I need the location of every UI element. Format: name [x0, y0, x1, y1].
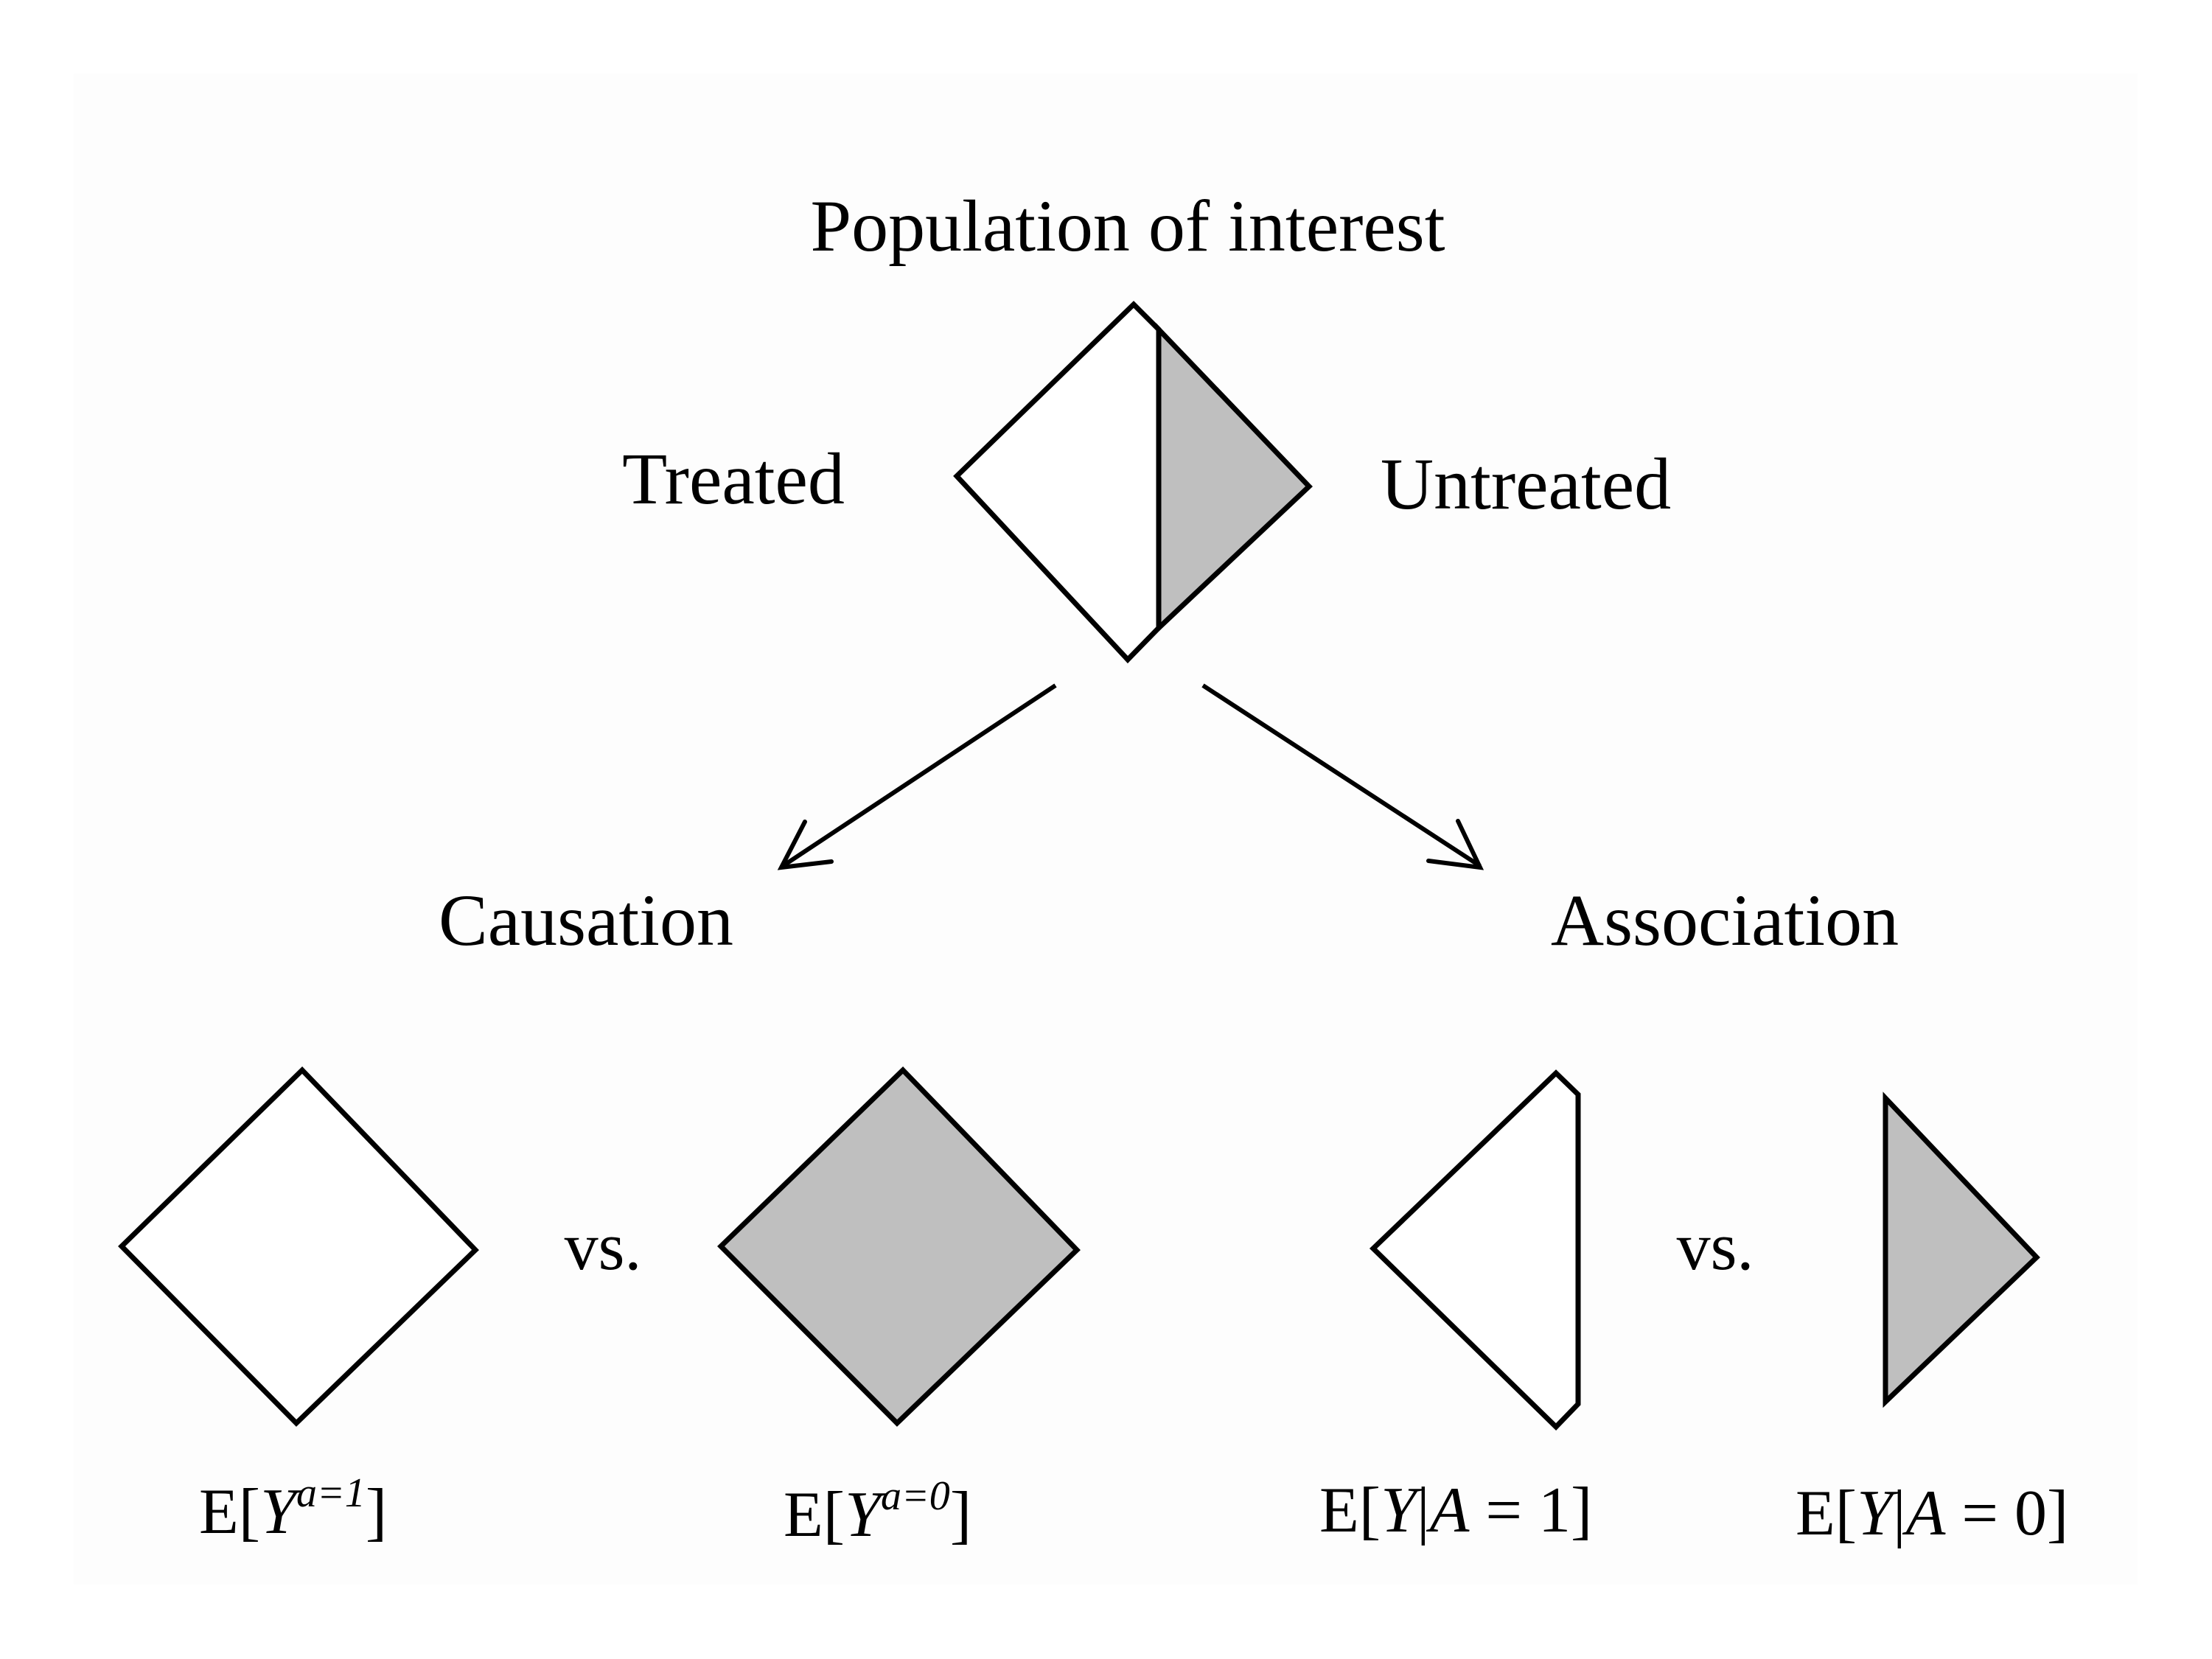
arrow-to-association	[1201, 683, 1484, 870]
diagram-background	[74, 74, 2138, 1585]
association-treated-partial-diamond	[1369, 1069, 1581, 1431]
population-diamond-treated-half	[953, 301, 1162, 664]
treated-label: Treated	[622, 438, 845, 520]
causation-vs-label: vs.	[565, 1209, 642, 1284]
formula-causation-treated: E[Ya=1]	[199, 1470, 387, 1548]
association-untreated-partial-diamond	[1883, 1092, 2040, 1408]
causation-treated-diamond	[118, 1066, 479, 1427]
causation-untreated-diamond	[717, 1066, 1081, 1427]
formula-causation-untreated: E[Ya=0]	[784, 1473, 971, 1551]
arrow-to-causation	[777, 683, 1057, 870]
formula-association-treated: E[Y|A = 1]	[1319, 1475, 1592, 1546]
association-vs-label: vs.	[1677, 1209, 1754, 1284]
untreated-label: Untreated	[1381, 443, 1671, 525]
population-diamond	[953, 301, 1313, 664]
association-label: Association	[1551, 879, 1899, 961]
diagram-title: Population of interest	[811, 185, 1445, 267]
causation-label: Causation	[439, 879, 733, 961]
formula-association-untreated: E[Y|A = 0]	[1796, 1478, 2068, 1549]
